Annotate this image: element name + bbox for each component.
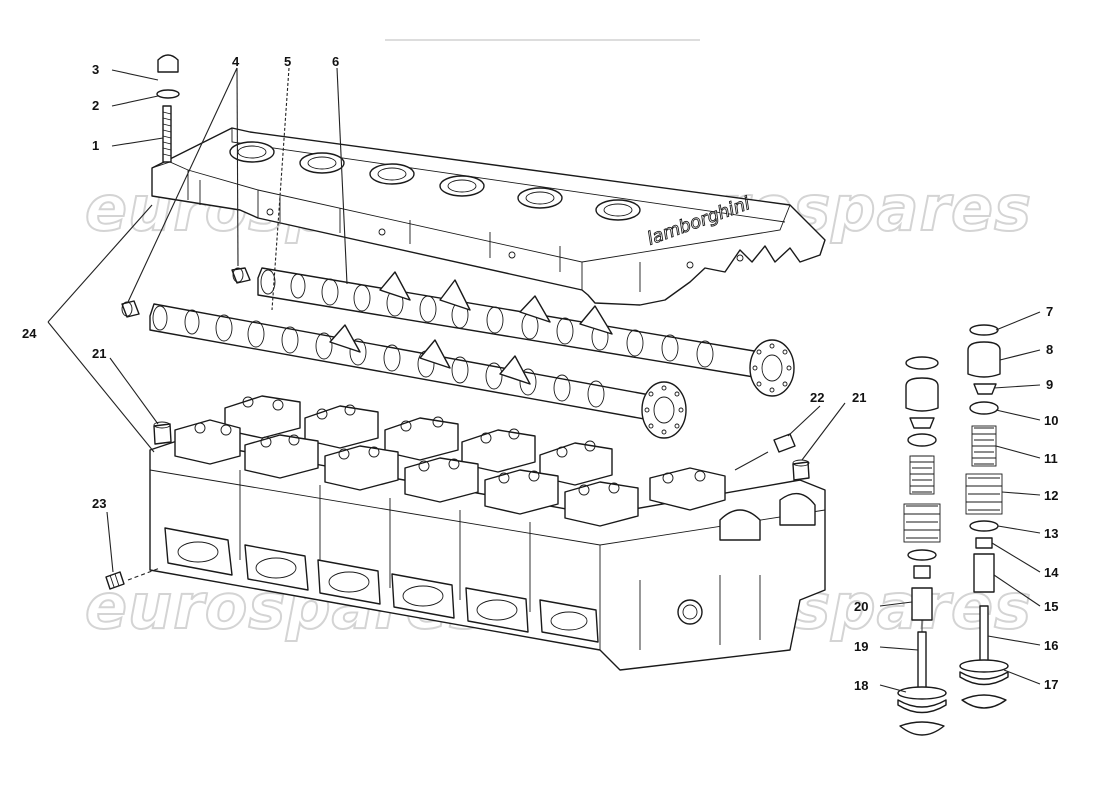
cylinder-head [149,395,826,671]
callout-18: 18 [854,678,868,693]
lower-cam-gear [641,381,687,439]
callout-2: 2 [92,98,99,113]
head-blocks [174,395,726,527]
head-ports [164,527,599,643]
callout-7: 7 [1046,304,1053,319]
cam-cover: lamborghini [151,127,826,306]
callout-19: 19 [854,639,868,654]
callout-10: 10 [1044,413,1058,428]
callout-1: 1 [92,138,99,153]
cam-plugs [121,267,251,318]
callout-14: 14 [1044,565,1059,580]
callout-22: 22 [810,390,824,405]
callout-23: 23 [92,496,106,511]
dowel-21-left [153,423,172,445]
callout-24: 24 [22,326,37,341]
callout-16: 16 [1044,638,1058,653]
camshaft-lower [149,303,687,439]
callout-9: 9 [1046,377,1053,392]
valve-stack-right [959,324,1009,709]
callout-11: 11 [1044,451,1058,466]
callout-17: 17 [1044,677,1058,692]
camshaft-upper [257,267,795,397]
stud-assembly [156,54,180,163]
callout-8: 8 [1046,342,1053,357]
callout-3: 3 [92,62,99,77]
callout-5: 5 [284,54,291,69]
callout-13: 13 [1044,526,1058,541]
callout-4: 4 [232,54,240,69]
watermark-top-right: eurospares [630,172,1032,245]
leader-lines [47,67,1041,693]
small-parts [105,421,810,590]
head-bolts [194,396,706,496]
callout-labels: 3 2 1 4 5 6 24 21 22 21 23 7 8 9 10 11 1… [22,54,1059,693]
callout-20: 20 [854,599,868,614]
callout-6: 6 [332,54,339,69]
cover-ports [229,141,641,221]
valve-stack-left [897,356,947,736]
cover-ribs [199,180,744,292]
callout-21-right: 21 [852,390,866,405]
upper-cam-gear [749,339,795,397]
callout-21-left: 21 [92,346,106,361]
dowel-21-right [792,461,810,481]
callout-12: 12 [1044,488,1058,503]
pin-22 [773,433,796,453]
callout-15: 15 [1044,599,1058,614]
